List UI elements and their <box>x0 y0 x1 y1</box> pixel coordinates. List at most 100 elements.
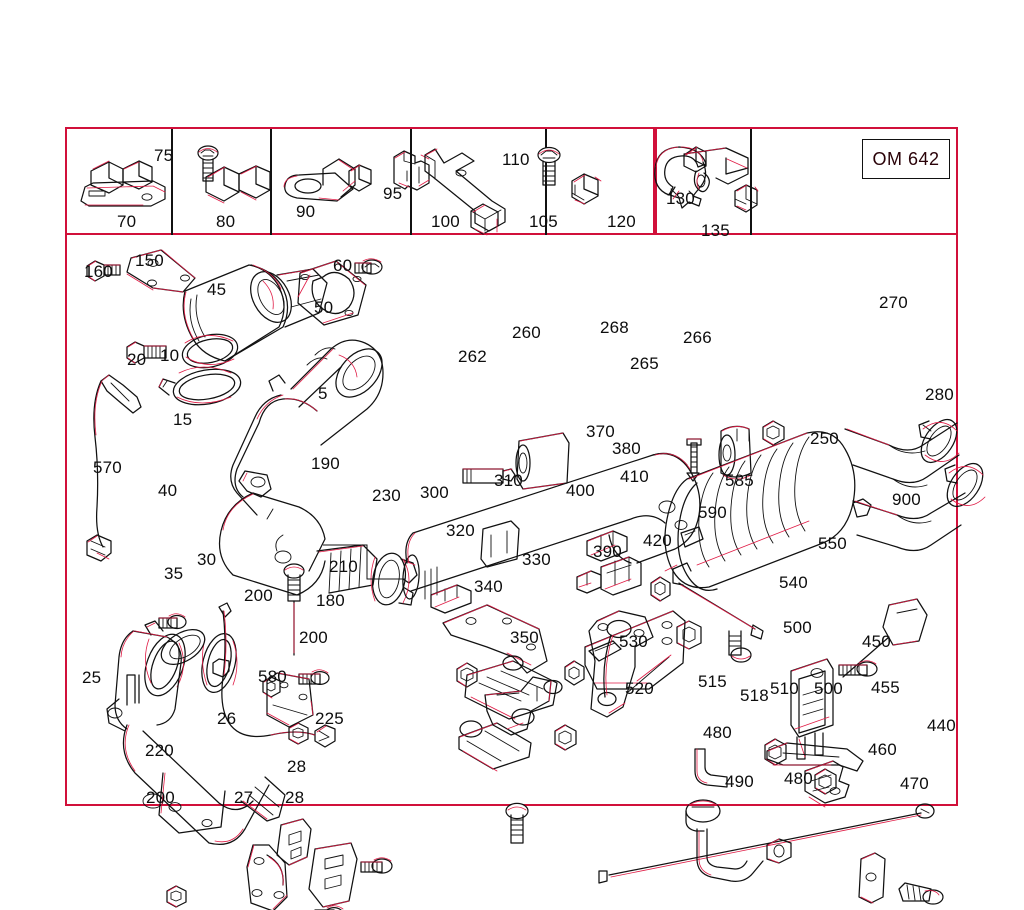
part-number-label: 550 <box>818 534 847 553</box>
part-number-label: 200 <box>244 586 273 605</box>
part-number-label: 320 <box>446 521 475 540</box>
part-number-label: 5 <box>318 384 328 403</box>
part-60-art <box>354 258 383 275</box>
header-part-number-label: 70 <box>117 212 137 231</box>
header-part-number-label: 80 <box>216 212 236 231</box>
part-number-label: 250 <box>810 429 839 448</box>
part-300-art <box>430 584 472 614</box>
part-number-label: 340 <box>474 577 503 596</box>
part-number-label: 268 <box>600 318 629 337</box>
part-number-label: 60 <box>333 256 353 275</box>
part-number-label: 490 <box>725 772 754 791</box>
part-number-label: 420 <box>643 531 672 550</box>
part-number-label: 900 <box>892 490 921 509</box>
part-number-label: 410 <box>620 467 649 486</box>
header-part-number-label: 110 <box>502 150 530 169</box>
part-270-art <box>918 418 960 464</box>
part-number-label: 28 <box>285 788 305 807</box>
header-part-number-label: 100 <box>431 212 460 231</box>
part-number-label: 585 <box>725 471 754 490</box>
part-number-label: 510 <box>770 679 799 698</box>
part-410-art <box>650 576 671 602</box>
part-number-label: 520 <box>625 679 654 698</box>
part-210-art <box>298 669 330 686</box>
header-part-number-label: 75 <box>154 146 174 165</box>
part-200-art-b <box>288 722 309 745</box>
header-part-number-label: 120 <box>607 212 636 231</box>
part-number-label: 540 <box>779 573 808 592</box>
part-number-label: 400 <box>566 481 595 500</box>
part-number-label: 280 <box>925 385 954 404</box>
part-266-art <box>762 420 785 446</box>
part-10-art <box>181 333 239 369</box>
part-320-art <box>456 662 478 688</box>
part-number-label: 200 <box>299 628 328 647</box>
part-250-art <box>402 422 966 600</box>
part-number-label: 470 <box>900 774 929 793</box>
part-number-label: 440 <box>927 716 956 735</box>
part-380-art <box>600 556 642 596</box>
part-530-nut <box>564 660 585 686</box>
part-500-art-b <box>814 768 837 795</box>
part-515-art <box>484 676 552 736</box>
part-number-label: 262 <box>458 347 487 366</box>
part-440-art <box>598 803 935 884</box>
part-number-label: 40 <box>158 481 178 500</box>
part-510-art <box>694 748 728 788</box>
part-number-label: 330 <box>522 550 551 569</box>
part-number-label: 518 <box>740 686 769 705</box>
part-number-label: 265 <box>630 354 659 373</box>
part-number-label: 455 <box>871 678 900 697</box>
part-330-art <box>464 655 563 720</box>
part-40-art <box>158 613 187 630</box>
header-part-number-label: 105 <box>529 212 558 231</box>
header-panel-strip: OM 642 <box>67 129 956 236</box>
part-590-art <box>676 620 702 650</box>
part-number-label: 580 <box>258 667 287 686</box>
part-number-label: 20 <box>127 350 147 369</box>
part-number-label: 15 <box>173 410 193 429</box>
part-530-art <box>588 610 654 718</box>
part-225-art <box>360 857 393 874</box>
part-25-art <box>106 628 286 845</box>
part-number-label: 26 <box>217 709 237 728</box>
part-number-label: 150 <box>135 251 164 270</box>
part-number-label: 30 <box>197 550 217 569</box>
part-number-label: 180 <box>316 591 345 610</box>
part-number-label: 300 <box>420 483 449 502</box>
part-45-art <box>182 264 328 362</box>
part-26-art <box>276 818 312 866</box>
part-number-label: 266 <box>683 328 712 347</box>
part-number-label: 35 <box>164 564 184 583</box>
part-5-art <box>218 339 384 596</box>
engine-code-box: OM 642 <box>862 139 950 179</box>
part-number-label: 27 <box>234 788 254 807</box>
part-280-art <box>944 462 986 508</box>
part-number-label: 10 <box>160 346 180 365</box>
part-number-label: 230 <box>372 486 401 505</box>
part-585-art <box>664 562 764 640</box>
part-550-art <box>838 660 878 677</box>
header-panel-3 <box>272 129 412 235</box>
part-number-label: 460 <box>868 740 897 759</box>
header-panel-2 <box>173 129 272 235</box>
part-490-art <box>696 828 764 882</box>
part-28-art-a <box>314 905 344 910</box>
part-number-label: 310 <box>494 471 523 490</box>
header-part-number-label: 130 <box>666 189 695 208</box>
part-number-label: 28 <box>287 757 307 776</box>
part-460-art <box>858 852 886 904</box>
part-500-art-a <box>764 738 787 766</box>
part-350-art <box>505 802 529 844</box>
part-number-label: 50 <box>314 298 334 317</box>
part-number-label: 220 <box>145 741 174 760</box>
part-220-art <box>246 844 288 910</box>
part-15-art <box>158 366 242 406</box>
part-27-art <box>308 842 358 908</box>
part-400-art <box>576 570 602 594</box>
part-number-label: 515 <box>698 672 727 691</box>
part-480-art-b <box>766 838 792 864</box>
header-panel-1 <box>67 129 173 235</box>
part-518-art <box>554 724 577 751</box>
part-268-art <box>686 438 702 482</box>
